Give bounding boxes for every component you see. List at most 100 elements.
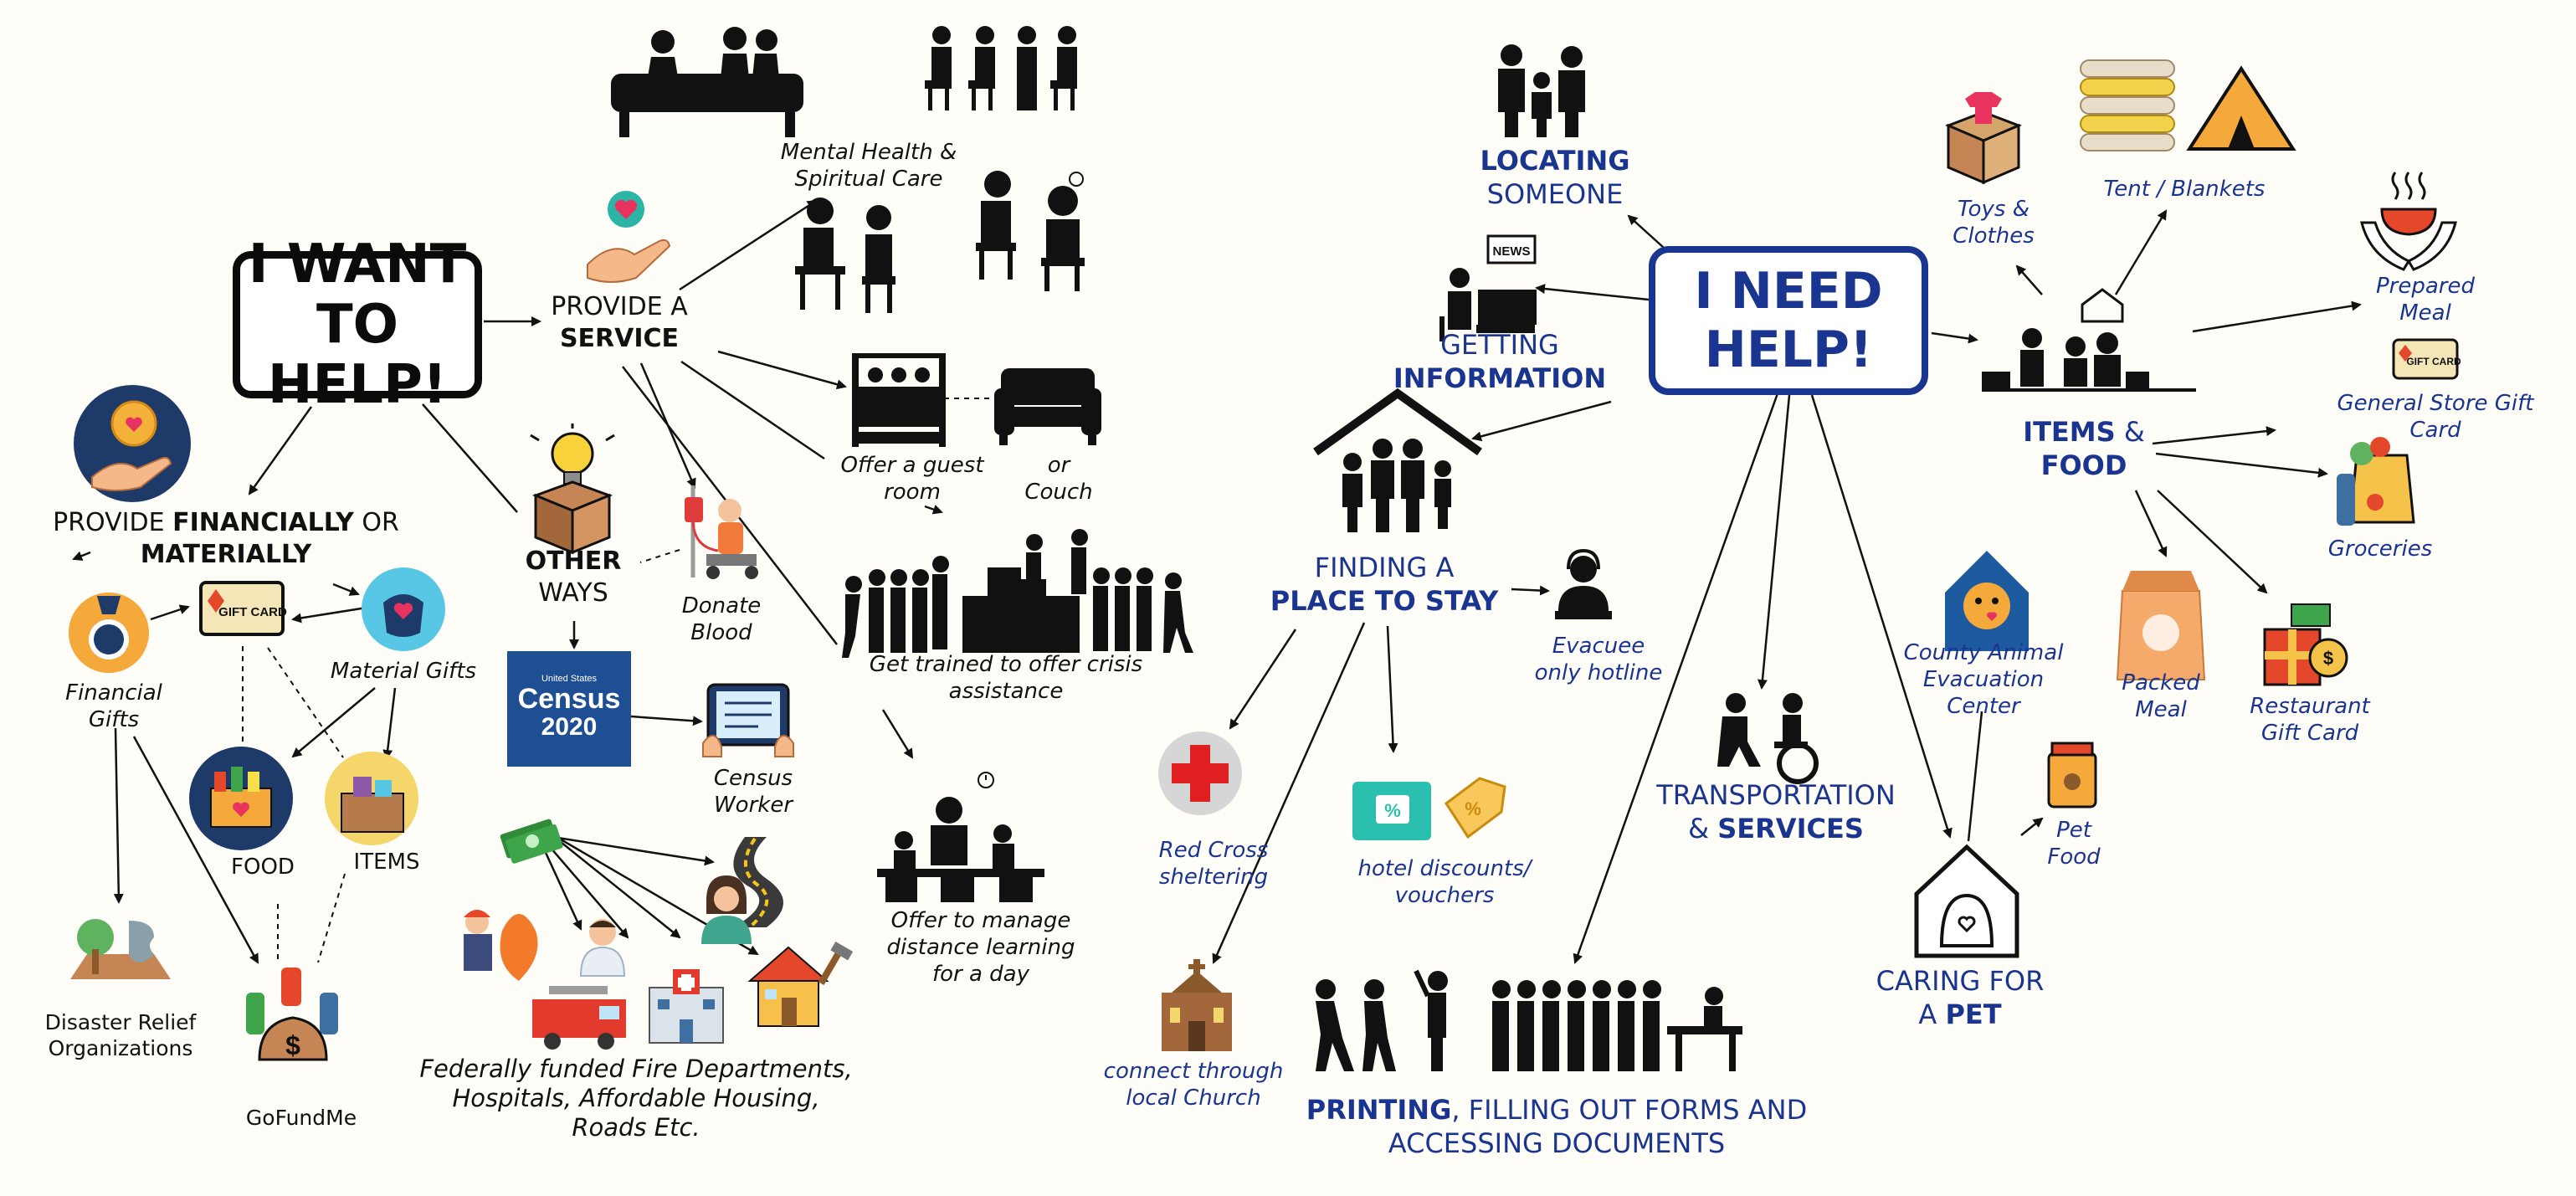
provide-financially-label: PROVIDE FINANCIALLY OR MATERIALLY [53, 508, 399, 569]
prepared-meal-icon [2360, 172, 2457, 271]
road-icon [733, 837, 783, 927]
printing-forms-label: PRINTING, FILLING OUT FORMS AND ACCESSIN… [1306, 1094, 1808, 1159]
svg-text:$: $ [2323, 648, 2333, 669]
gift-card-label-left: GIFT CARD [218, 605, 287, 619]
couch-icon [994, 368, 1101, 445]
federally-funded-label: Federally funded Fire Departments,Hospit… [419, 1055, 853, 1142]
donate-blood-icon [685, 485, 758, 579]
census-2020-logo: United States Census 2020 [507, 651, 631, 767]
distance-learning-icon [877, 772, 1044, 902]
wheelchair-transport-icon [1717, 693, 1819, 784]
hotline-operator-icon [1555, 548, 1612, 619]
tent-blankets-label: Tent / Blankets [2103, 177, 2266, 202]
right-connectors [1212, 209, 2362, 964]
transportation-label: TRANSPORTATION& SERVICES [1656, 779, 1896, 844]
doctor-icon [579, 919, 626, 977]
news-label: NEWS [1493, 244, 1531, 259]
mental-health-label: Mental Health &Spiritual Care [780, 140, 957, 192]
census-tablet-icon [702, 683, 794, 757]
financial-hand-icon [74, 385, 191, 502]
i-want-line2: TO HELP! [267, 294, 448, 416]
other-ways-label: OTHER WAYS [525, 547, 622, 608]
packed-meal-icon [2116, 571, 2206, 680]
tent-blankets-icon [2080, 59, 2296, 151]
general-store-gift-card-icon: GIFT CARD [2392, 338, 2461, 380]
news-icon: NEWS [1439, 234, 1537, 341]
hospital-icon [649, 969, 724, 1044]
svg-text:%: % [1384, 800, 1401, 821]
groceries-label: Groceries [2327, 536, 2433, 562]
pet-house-icon [1914, 844, 2019, 958]
groceries-icon [2337, 437, 2415, 526]
gofundme-icon: $ [246, 968, 338, 1061]
food-label: FOOD [231, 855, 295, 880]
i-want-line1: I WANT [248, 234, 467, 295]
provide-service-label: PROVIDE A SERVICE [551, 292, 688, 353]
red-cross-icon [1158, 731, 1242, 815]
i-need-line2: HELP! [1704, 321, 1873, 379]
firefighter-icon [464, 910, 538, 981]
items-food-family-icon [1982, 288, 2196, 392]
items-food-label: ITEMS & FOOD [2023, 416, 2145, 481]
woman-worker-icon [701, 875, 752, 944]
left-dashed-connectors [242, 398, 993, 963]
left-connectors [72, 199, 943, 964]
fire-truck-icon [532, 986, 626, 1050]
animal-center-icon [1945, 551, 2029, 651]
food-box-icon [189, 747, 293, 850]
financial-gifts-icon [69, 593, 149, 673]
toys-clothes-label: Toys &Clothes [1953, 197, 2035, 249]
group-therapy-icon [925, 26, 1077, 110]
gofundme-label: GoFundMe [245, 1106, 357, 1130]
gift-card-icon: GIFT CARD [199, 581, 287, 636]
crisis-assistance-icon [842, 529, 1193, 658]
toys-clothes-box-icon [1945, 92, 2022, 185]
census-logo-year: 2020 [541, 713, 598, 741]
hotel-discounts-label: hotel discounts/vouchers [1357, 856, 1532, 908]
items-box-icon [325, 752, 418, 845]
svg-text:%: % [1465, 798, 1481, 819]
restaurant-gift-card-icon: $ [2263, 603, 2348, 686]
counseling-couch-icon [611, 27, 803, 137]
family-icon [1498, 44, 1585, 137]
i-need-line1: I NEED [1694, 262, 1883, 321]
lightbulb-idea-box-icon [530, 423, 615, 555]
hotel-voucher-icon: % % [1352, 777, 1506, 840]
material-gifts-icon [362, 567, 445, 651]
census-logo-main: Census [518, 683, 621, 715]
gift-card-label-right: GIFT CARD [2406, 356, 2461, 367]
disaster-relief-icon [70, 919, 171, 979]
svg-text:$: $ [285, 1030, 300, 1060]
church-icon [1162, 959, 1232, 1051]
guest-room-bed-icon [852, 353, 946, 447]
pet-food-icon [2047, 742, 2097, 808]
helping-hand-heart-icon [587, 191, 671, 283]
items-label: ITEMS [353, 850, 420, 875]
affordable-housing-icon [747, 942, 854, 1027]
money-stack-icon [500, 819, 563, 864]
material-gifts-label: Material Gifts [330, 659, 477, 684]
therapy-session-icon [795, 171, 1085, 313]
